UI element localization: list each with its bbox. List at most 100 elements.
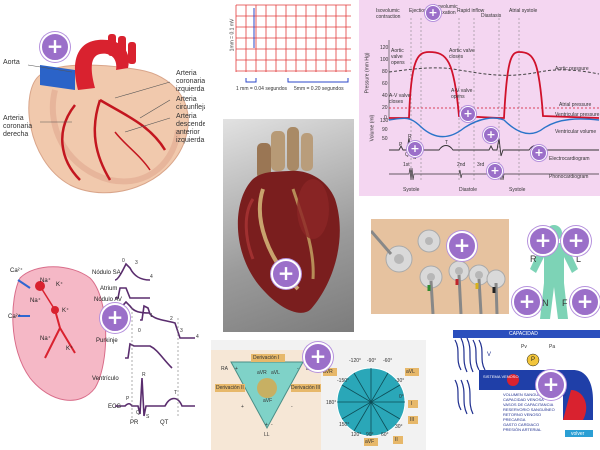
row-ecg: ECG [108, 404, 122, 410]
hotspot-limb-la[interactable]: + [561, 226, 591, 256]
conduction-diagram [12, 262, 195, 418]
wiggers-wave-p: P [399, 142, 403, 148]
limb-leads-panel: R L N F + + + + [508, 221, 600, 322]
ecg-y-label: 1mm = 0.1 mV [229, 18, 236, 52]
wiggers-diagram-panel: Isovolumic contraction Ejection Isovolum… [359, 0, 600, 196]
ecg-big-box-label: 5mm = 0.20 segundos [294, 86, 344, 92]
hotspot-circulation[interactable]: + [536, 370, 566, 400]
wiggers-ytick-100: 100 [380, 57, 389, 63]
hotspot-wiggers-5[interactable]: + [487, 163, 503, 179]
wiggers-ytick-60: 60 [382, 81, 388, 87]
wiggers-ytick-80: 80 [382, 69, 388, 75]
label-circumflex: Arteria circunfleja [176, 96, 205, 111]
sign-4: - [291, 404, 293, 410]
hotspot-electrodes[interactable]: + [447, 231, 477, 261]
row-av-node: Nódulo AV [94, 297, 122, 303]
wiggers-av-valve-opens: A-V valve opens [451, 88, 473, 100]
hotspot-limb-ll[interactable]: + [570, 287, 600, 317]
ion-ca-1: Ca²⁺ [10, 268, 23, 274]
wiggers-curve-ventricular-pressure: Ventricular pressure [555, 112, 600, 118]
circulation-label-p: P [531, 357, 536, 363]
label-right-coronary: Arteria coronaria derecha [3, 115, 33, 138]
ecg-letter-r: R [142, 372, 146, 378]
wiggers-wave-t: T [445, 140, 449, 146]
wiggers-wave-q: Q [405, 152, 409, 158]
ion-k-2: K⁺ [62, 308, 70, 314]
hotspot-wiggers-1[interactable]: + [460, 106, 476, 122]
hotspot-limb-rl[interactable]: + [512, 287, 542, 317]
wiggers-phase-atrial-systole: Atrial systole [509, 8, 538, 14]
label-left-coronary: Arteria coronaria izquierda [176, 70, 205, 93]
conduction-panel: Ca²⁺ Na⁺ K⁺ Ca²⁺ Na⁺ K⁺ Na⁺ K⁺ Nódulo SA… [0, 258, 205, 428]
ion-na-2: Na⁺ [30, 298, 41, 304]
phase-num-3b: 3 [180, 328, 183, 334]
coronary-anatomy-panel: Aorta Arteria coronaria izquierda Arteri… [0, 20, 205, 200]
wiggers-curve-atrial: Atrial pressure [559, 102, 592, 108]
einthoven-diagram [211, 350, 419, 450]
hotspot-wiggers-4[interactable]: + [531, 145, 547, 161]
ion-k-3: K⁺ [66, 346, 74, 352]
sign-5: + [265, 422, 268, 428]
hotspot-wiggers-top[interactable]: + [425, 5, 441, 21]
wiggers-ytick-90: 90 [382, 127, 388, 133]
wiggers-ytick-130: 130 [380, 118, 389, 124]
sign-1: + [235, 366, 238, 372]
angle-m120: -120° [349, 358, 362, 364]
circulation-diagram [453, 330, 600, 437]
hotspot-wiggers-2[interactable]: + [483, 127, 499, 143]
wiggers-ytick-120: 120 [380, 45, 389, 51]
wiggers-curve-phono: Phonocardiogram [549, 174, 589, 180]
circulation-list-5: RETORNO VENOSO [503, 412, 542, 417]
ecg-small-box-label: 1 mm = 0.04 segundos [236, 86, 288, 92]
wiggers-bottom-diastole: Diastole [459, 187, 478, 193]
ecg-paper-panel: 1 mm = 0.04 segundos 5mm = 0.20 segundos… [226, 0, 356, 100]
wiggers-y-volume: Volume (ml) [369, 114, 376, 142]
limb-label-r: R [530, 254, 537, 264]
circulation-title: CAPACIDAD [509, 331, 538, 337]
phase-num-0a: 0 [122, 258, 125, 264]
wiggers-phase-rapid-inflow: Rapid inflow [457, 8, 485, 14]
hotspot-wiggers-3[interactable]: + [407, 141, 423, 157]
wiggers-curve-aortic: Aortic pressure [555, 66, 589, 72]
einthoven-derivation-i: Derivación I [253, 355, 280, 361]
wiggers-phase-isovol-contraction: Isovolumic contraction [376, 8, 401, 20]
wiggers-phase-isovol-relaxation: Isovolumic relaxation [434, 4, 458, 16]
hex-avf: aVF [365, 439, 375, 445]
phase-num-0b: 0 [138, 328, 141, 334]
wiggers-wave-r: R [408, 134, 412, 140]
einthoven-panel: Derivación I Derivación II Derivación II… [211, 340, 426, 450]
wiggers-sound-2nd: 2nd [457, 162, 466, 168]
hotspot-limb-ra[interactable]: + [528, 226, 558, 256]
angle-0: 0° [399, 394, 404, 400]
electrodes-photo-panel: + [371, 219, 509, 314]
wiggers-curve-ventricular-volume: Ventricular volume [555, 129, 597, 135]
ecg-letter-s: S [146, 414, 150, 420]
angle-m150: -150° [337, 378, 350, 384]
hotspot-einthoven[interactable]: + [303, 342, 333, 372]
interval-qt: QT [160, 420, 169, 426]
angle-m90: -90° [367, 358, 377, 364]
label-aorta: Aorta [3, 59, 20, 66]
sign-2: - [297, 366, 299, 372]
hex-lead-ii: II [395, 437, 398, 443]
angle-m30: -30° [395, 378, 405, 384]
hotspot-coronary[interactable]: + [40, 32, 70, 62]
hotspot-conduction[interactable]: + [100, 303, 130, 333]
phase-num-4a: 4 [150, 274, 153, 280]
wiggers-y-pressure: Pressure (mm Hg) [364, 52, 371, 94]
limb-ra: RA [221, 366, 228, 372]
wiggers-phase-ejection: Ejection [409, 8, 427, 14]
wiggers-av-valve-closes: A-V valve closes [389, 93, 411, 105]
interval-pr: PR [130, 420, 139, 426]
wiggers-ytick-50: 50 [382, 136, 388, 142]
wiggers-aortic-valve-closes: Aortic valve closes [449, 48, 475, 60]
wiggers-curves [388, 18, 600, 181]
heart-photo [237, 127, 340, 313]
ion-ca-2: Ca²⁺ [8, 314, 21, 320]
angle-60: 60° [381, 432, 389, 438]
hotspot-heart-photo[interactable]: + [271, 259, 301, 289]
circulation-back-button[interactable]: volver [571, 431, 585, 437]
hex-avr: aVR [323, 369, 333, 375]
hex-lead-i: I [411, 401, 413, 407]
circulation-list-2: CAPACIDAD VENOSA [503, 397, 544, 402]
